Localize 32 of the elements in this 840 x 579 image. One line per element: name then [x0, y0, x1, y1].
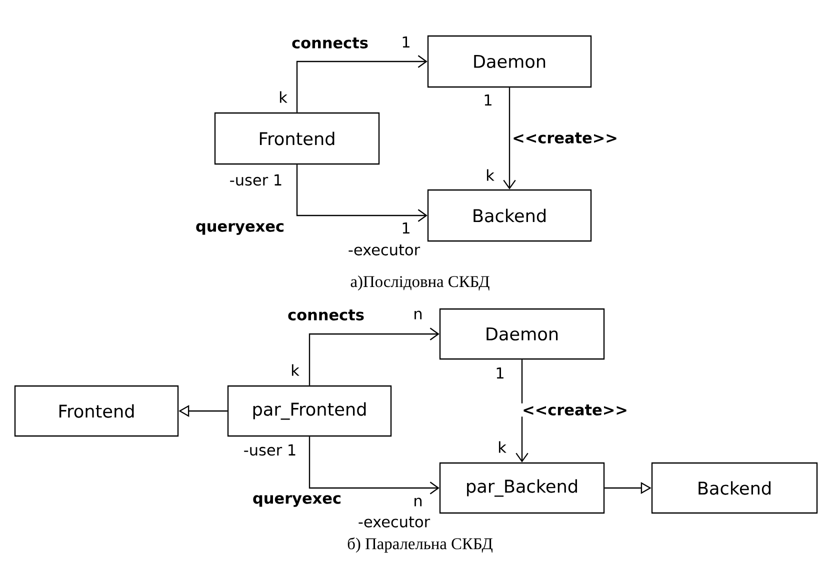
class-box: Backend: [651, 462, 818, 514]
class-box: Backend: [427, 189, 592, 242]
multiplicity-label: k: [292, 364, 300, 376]
arrow: [503, 88, 516, 190]
class-box: Frontend: [214, 112, 380, 165]
multiplicity-label: n: [414, 310, 422, 320]
arrow: [516, 360, 528, 462]
class-box: par_Frontend: [227, 385, 392, 437]
multiplicity-label: 1: [402, 36, 410, 48]
edge-label: queryexec: [251, 494, 343, 508]
class-box: Frontend: [14, 385, 179, 437]
class-box: Daemon: [427, 35, 592, 88]
multiplicity-label: 1: [402, 222, 410, 234]
multiplicity-label: k: [280, 91, 288, 103]
class-box: Daemon: [439, 308, 605, 360]
arrow: [308, 436, 440, 494]
multiplicity-label: k: [486, 169, 494, 181]
arrow: [296, 164, 428, 222]
multiplicity-label: -executor: [348, 244, 420, 256]
multiplicity-label: -user 1: [244, 444, 296, 456]
caption: б) Паралельна СКБД: [348, 537, 493, 553]
edge-label: connects: [290, 36, 370, 50]
arrow: [308, 328, 440, 386]
edge-label: <<create>>: [510, 131, 620, 145]
edge-label: <<create>>: [520, 403, 630, 417]
edge-label: connects: [286, 308, 366, 322]
arrow: [296, 55, 428, 112]
multiplicity-label: n: [414, 498, 422, 506]
caption: а)Послідовна СКБД: [350, 276, 490, 290]
multiplicity-label: -executor: [358, 516, 430, 528]
class-box: par_Backend: [439, 462, 605, 514]
edge-label: queryexec: [194, 222, 286, 236]
